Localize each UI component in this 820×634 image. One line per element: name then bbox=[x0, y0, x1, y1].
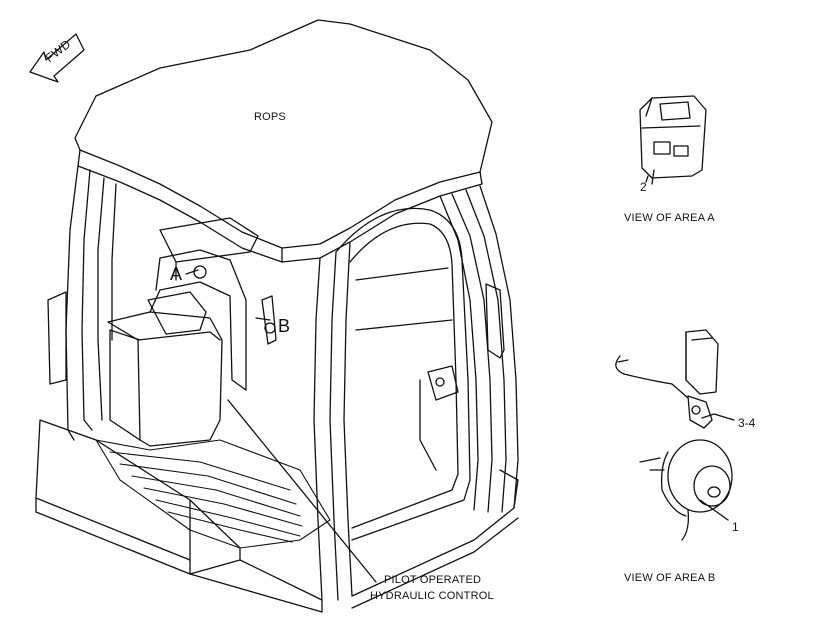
horn-view-b bbox=[615, 329, 735, 541]
rops-label: ROPS bbox=[254, 111, 286, 123]
area-a-leader bbox=[185, 269, 199, 275]
pilot-control-label-line2: HYDRAULIC CONTROL bbox=[370, 590, 494, 602]
cab-floor bbox=[95, 439, 331, 549]
fwd-arrow-icon bbox=[29, 33, 85, 83]
cab-base-step bbox=[35, 419, 519, 613]
view-area-a-label: VIEW OF AREA A bbox=[624, 212, 715, 224]
cab-left-post bbox=[65, 165, 117, 441]
cab-right-post bbox=[313, 185, 519, 601]
pilot-control-label-line1: PILOT OPERATED bbox=[384, 574, 482, 586]
callout-2-leader bbox=[645, 175, 649, 183]
callout-3-4-label: 3-4 bbox=[738, 416, 756, 430]
view-area-b-label: VIEW OF AREA B bbox=[624, 572, 716, 584]
cab-right-panel bbox=[47, 283, 505, 385]
pilot-control-leader bbox=[227, 399, 377, 583]
switch-view-a bbox=[639, 95, 707, 185]
area-b-component bbox=[255, 295, 277, 345]
area-a-label: A bbox=[170, 264, 183, 284]
callout-2-label: 2 bbox=[640, 180, 647, 194]
callout-1-label: 1 bbox=[732, 520, 739, 534]
operator-console bbox=[107, 217, 259, 447]
door-handle bbox=[419, 365, 459, 471]
area-b-label: B bbox=[278, 316, 291, 336]
rops-roof bbox=[74, 19, 493, 263]
